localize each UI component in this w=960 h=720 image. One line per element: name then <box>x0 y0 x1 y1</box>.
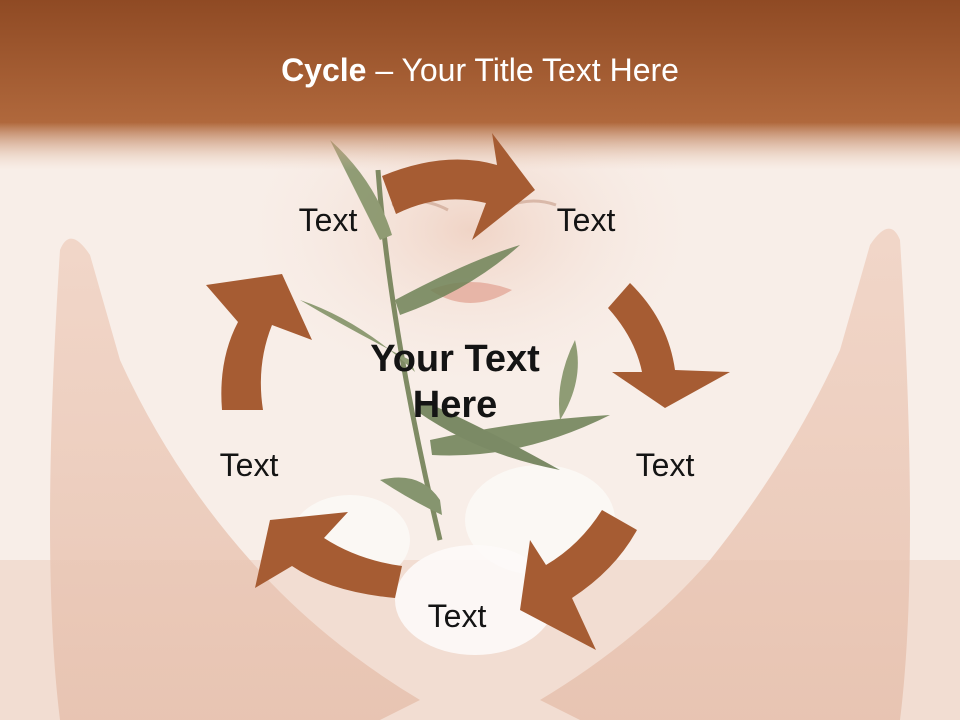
right-hand-shape <box>540 228 910 720</box>
title-bold-part: Cycle <box>281 52 367 88</box>
cycle-arrow <box>608 283 730 408</box>
title-rest-part: – Your Title Text Here <box>366 52 679 88</box>
cycle-node-label: Text <box>427 598 487 634</box>
center-text: Your Text Here <box>315 336 595 428</box>
cycle-node-label: Text <box>556 202 616 238</box>
cycle-arrow <box>255 512 402 598</box>
title-band <box>0 0 960 170</box>
center-text-line: Your Text <box>370 338 540 380</box>
left-hand-shape <box>50 238 420 720</box>
cycle-arrow <box>520 510 637 650</box>
cycle-node-label: Text <box>635 447 695 483</box>
cycle-node-label: Text <box>298 202 358 238</box>
center-text-line: Here <box>412 384 498 426</box>
cycle-node-label: Text <box>219 447 279 483</box>
slide-title: Cycle – Your Title Text Here <box>0 52 960 89</box>
cycle-arrow <box>206 274 312 410</box>
white-stone <box>395 545 555 655</box>
cycle-arrow <box>382 133 535 240</box>
bamboo-plant <box>300 140 610 541</box>
cycle-arrows <box>206 133 730 650</box>
